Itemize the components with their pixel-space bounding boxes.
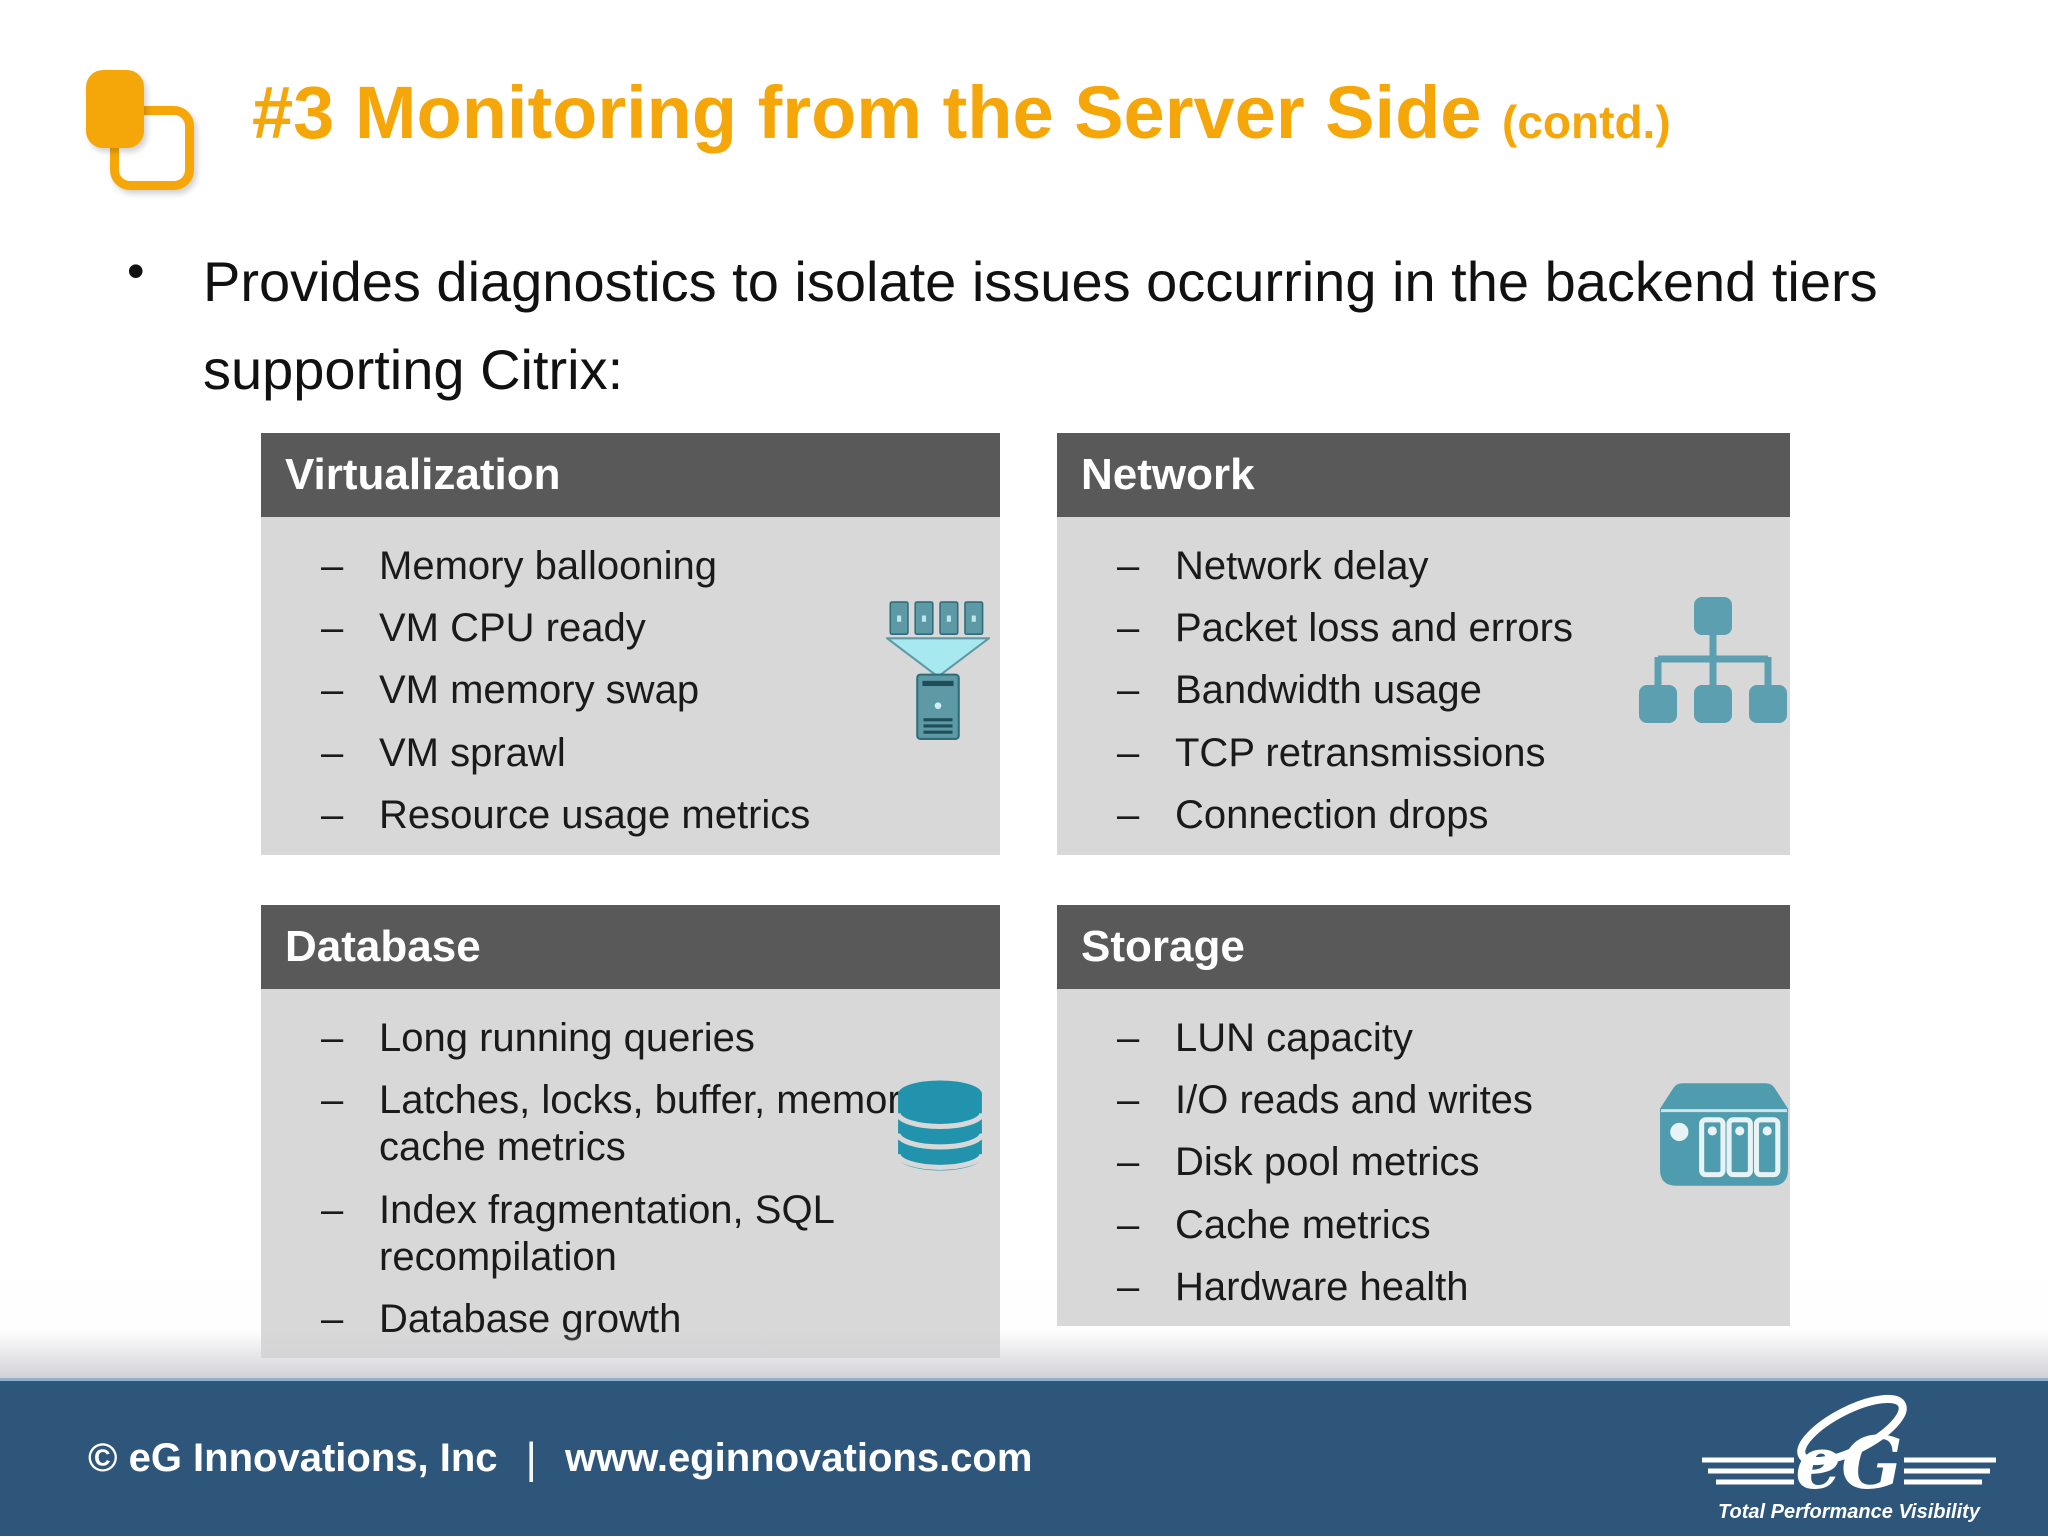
logo-tagline: Total Performance Visibility: [1718, 1501, 1981, 1523]
panel-list-item: –Bandwidth usage: [1117, 667, 1750, 714]
dash-bullet: –: [1117, 1264, 1140, 1309]
dash-bullet: –: [321, 544, 344, 588]
page-title-suffix: (contd.): [1502, 96, 1671, 148]
panel-item-text: Index fragmentation, SQL recompilation: [379, 1187, 834, 1279]
dash-bullet: –: [1117, 1078, 1140, 1123]
panel-item-text: LUN capacity: [1175, 1016, 1413, 1060]
page-title: #3 Monitoring from the Server Side (cont…: [252, 72, 1952, 153]
panel-list-item: –Cache metrics: [1117, 1202, 1750, 1249]
dash-bullet: –: [321, 792, 344, 837]
dash-bullet: –: [1117, 544, 1140, 588]
panel-title: Database: [285, 922, 481, 971]
copyright-text: © eG Innovations, Inc: [88, 1436, 498, 1480]
panel-item-text: VM sprawl: [379, 730, 566, 775]
logo-eg-text: eG: [1795, 1420, 1902, 1505]
panel-item-text: Hardware health: [1175, 1264, 1469, 1309]
panel-list-item: –TCP retransmissions: [1117, 730, 1750, 777]
panel-network: Network –Network delay–Packet loss and e…: [1057, 433, 1790, 855]
dash-bullet: –: [321, 1078, 344, 1123]
database-icon: [894, 1079, 986, 1179]
virtualization-icon: [884, 601, 992, 746]
panel-item-text: Network delay: [1175, 544, 1429, 588]
panel-list-item: –Packet loss and errors: [1117, 605, 1750, 652]
panel-list-item: –Memory ballooning: [321, 543, 960, 590]
panel-list-item: –VM memory swap: [321, 667, 960, 714]
eg-innovations-logo: eG Total Performance Visibility: [1694, 1382, 2004, 1532]
panel-title: Virtualization: [285, 450, 561, 499]
dash-bullet: –: [321, 1296, 344, 1341]
panel-title: Storage: [1081, 922, 1245, 971]
dash-bullet: –: [1117, 1202, 1140, 1247]
panel-list-item: –I/O reads and writes: [1117, 1077, 1750, 1124]
panel-list: –LUN capacity–I/O reads and writes–Disk …: [1057, 989, 1790, 1311]
panel-list-item: –Disk pool metrics: [1117, 1139, 1750, 1186]
website-text: www.eginnovations.com: [564, 1436, 1033, 1480]
panel-item-text: Latches, locks, buffer, memory, cache me…: [379, 1078, 929, 1170]
panel-item-text: Packet loss and errors: [1175, 606, 1573, 651]
panel-storage-header: Storage: [1057, 905, 1790, 989]
overlapping-squares-icon: [82, 62, 212, 192]
outline-square-shape: [110, 106, 194, 190]
panel-item-text: TCP retransmissions: [1175, 730, 1546, 775]
panel-list-item: –VM sprawl: [321, 730, 960, 777]
panel-list-item: –Latches, locks, buffer, memory, cache m…: [321, 1077, 960, 1171]
panel-item-text: Cache metrics: [1175, 1202, 1431, 1247]
panel-list: –Memory ballooning–VM CPU ready–VM memor…: [261, 517, 1000, 839]
panel-virtualization-header: Virtualization: [261, 433, 1000, 517]
panel-item-text: Disk pool metrics: [1175, 1140, 1480, 1185]
panel-list-item: –Network delay: [1117, 543, 1750, 590]
bullet-dot: •: [127, 243, 145, 299]
dash-bullet: –: [1117, 668, 1140, 713]
panel-item-text: Resource usage metrics: [379, 792, 811, 837]
dash-bullet: –: [321, 730, 344, 775]
panel-database-body: –Long running queries–Latches, locks, bu…: [261, 989, 1000, 1359]
dash-bullet: –: [1117, 730, 1140, 775]
panel-list-item: –LUN capacity: [1117, 1015, 1750, 1062]
panel-list: –Long running queries–Latches, locks, bu…: [261, 989, 1000, 1343]
footer-gradient-band: [0, 1330, 2048, 1378]
panel-item-text: VM memory swap: [379, 668, 700, 713]
dash-bullet: –: [1117, 792, 1140, 837]
panel-storage-body: –LUN capacity–I/O reads and writes–Disk …: [1057, 989, 1790, 1326]
dash-bullet: –: [1117, 606, 1140, 651]
storage-icon: [1658, 1081, 1790, 1193]
dash-bullet: –: [321, 606, 344, 651]
panel-title: Network: [1081, 450, 1255, 499]
dash-bullet: –: [1117, 1016, 1140, 1060]
panel-list-item: –Index fragmentation, SQL recompilation: [321, 1187, 960, 1281]
panel-database-header: Database: [261, 905, 1000, 989]
panel-item-text: Long running queries: [379, 1016, 755, 1060]
panel-virtualization: Virtualization –Memory ballooning–VM CPU…: [261, 433, 1000, 855]
panel-list-item: –Resource usage metrics: [321, 792, 960, 839]
panel-virtualization-body: –Memory ballooning–VM CPU ready–VM memor…: [261, 517, 1000, 855]
dash-bullet: –: [321, 1187, 344, 1232]
panel-network-body: –Network delay–Packet loss and errors–Ba…: [1057, 517, 1790, 855]
panel-database: Database –Long running queries–Latches, …: [261, 905, 1000, 1359]
panel-list-item: –VM CPU ready: [321, 605, 960, 652]
panel-list-item: –Long running queries: [321, 1015, 960, 1062]
panel-item-text: VM CPU ready: [379, 606, 646, 651]
panel-item-text: Memory ballooning: [379, 544, 717, 588]
page-title-text: #3 Monitoring from the Server Side: [252, 71, 1482, 154]
intro-bullet-text: Provides diagnostics to isolate issues o…: [203, 250, 1878, 402]
intro-bullet: • Provides diagnostics to isolate issues…: [127, 238, 1903, 415]
dash-bullet: –: [321, 668, 344, 713]
panel-list-item: –Connection drops: [1117, 792, 1750, 839]
panel-item-text: Bandwidth usage: [1175, 668, 1482, 713]
dash-bullet: –: [1117, 1140, 1140, 1185]
panel-storage: Storage –LUN capacity–I/O reads and writ…: [1057, 905, 1790, 1326]
filled-square-shape: [86, 70, 144, 148]
footer-bar: © eG Innovations, Inc | www.eginnovation…: [0, 1378, 2048, 1536]
panel-list-item: –Hardware health: [1117, 1264, 1750, 1311]
panel-item-text: I/O reads and writes: [1175, 1078, 1533, 1123]
footer-separator: |: [525, 1433, 537, 1483]
panel-list: –Network delay–Packet loss and errors–Ba…: [1057, 517, 1790, 839]
panel-network-header: Network: [1057, 433, 1790, 517]
network-icon: [1638, 597, 1788, 730]
dash-bullet: –: [321, 1016, 344, 1060]
panel-item-text: Connection drops: [1175, 792, 1489, 837]
footer-text: © eG Innovations, Inc | www.eginnovation…: [88, 1434, 1032, 1484]
